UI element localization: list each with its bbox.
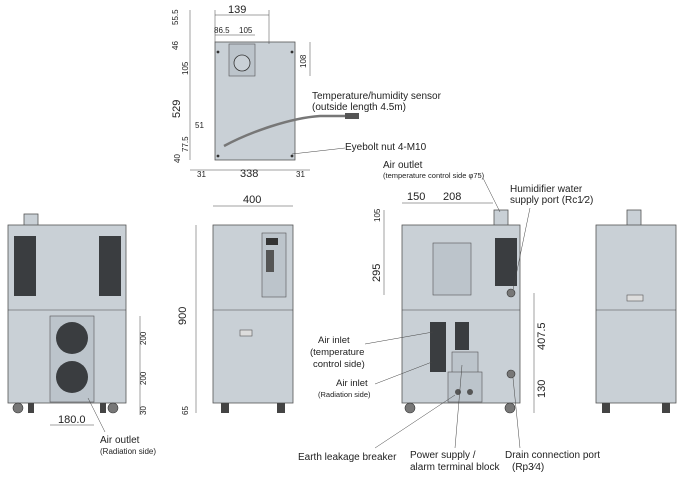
sensor-cable [223, 114, 345, 148]
label-power-1: Power supply / [410, 450, 476, 461]
dim-side-400: 400 [243, 194, 261, 206]
top-view: 139 86.5 105 55.5 46 105 529 51 77.5 40 … [171, 4, 442, 180]
label-eyebolt: Eyebolt nut 4-M10 [345, 142, 427, 153]
rear-fan-upper [56, 322, 88, 354]
label-humid-1: Humidifier water [510, 184, 583, 195]
label-drain-1: Drain connection port [505, 450, 600, 461]
right-body [595, 224, 677, 404]
dim-side-900: 900 [177, 307, 189, 325]
side-display [266, 238, 278, 245]
label-air-inlet-rad-1: Air inlet [336, 378, 368, 389]
sensor-probe [345, 113, 359, 119]
dim-top-86: 86.5 [214, 26, 230, 35]
label-air-outlet-rad-2: (Radiation side) [100, 447, 156, 456]
top-bolt [290, 154, 294, 158]
side-view: 400 900 65 [177, 194, 294, 415]
side-buttons [266, 250, 274, 272]
front-caster [504, 402, 516, 414]
label-air-outlet: Air outlet [383, 160, 423, 171]
label-air-inlet-rad-2: (Radiation side) [318, 390, 371, 399]
rear-view: 200 200 30 180.0 Air outlet (Radiation s… [7, 213, 156, 456]
top-bolt [216, 50, 220, 54]
label-air-inlet-tc-2: (temperature [310, 347, 364, 358]
dim-side-65: 65 [181, 406, 190, 415]
dim-left-51: 51 [195, 121, 204, 130]
dim-front-150: 150 [407, 191, 425, 203]
rear-vent-right [99, 236, 121, 296]
rear-top-duct [23, 213, 39, 227]
label-air-inlet-tc-3: control side) [313, 359, 365, 370]
dim-right-108: 108 [299, 54, 308, 68]
drain-port [506, 369, 516, 379]
rear-foot [28, 403, 34, 413]
label-air-outlet-sub: (temperature control side φ75) [383, 171, 485, 180]
rear-fan-lower [56, 361, 88, 393]
label-earth-breaker: Earth leakage breaker [298, 452, 397, 463]
dim-rear-200a: 200 [139, 331, 148, 345]
front-breaker-panel [447, 371, 483, 403]
right-foot [602, 403, 610, 413]
front-caster [404, 402, 416, 414]
right-handle [626, 294, 644, 302]
dim-bot-338: 338 [240, 168, 258, 180]
dim-rear-30: 30 [139, 406, 148, 415]
label-drain-2: (Rp3⁄4) [512, 462, 544, 473]
front-view: 150 208 105 295 407.5 130 Air outlet (te… [298, 160, 600, 473]
dim-top-139: 139 [228, 4, 246, 16]
dim-bot-31b: 31 [296, 170, 305, 179]
rear-vent-left [14, 236, 36, 296]
dim-bot-31a: 31 [197, 170, 206, 179]
dim-left-529: 529 [171, 100, 183, 118]
side-foot [277, 403, 285, 413]
dim-left-55: 55.5 [171, 9, 180, 25]
label-air-inlet-tc-1: Air inlet [318, 335, 350, 346]
dim-front-105: 105 [373, 208, 382, 222]
dim-top-105: 105 [239, 26, 253, 35]
dim-left-40: 40 [173, 154, 182, 163]
dim-rear-200b: 200 [139, 371, 148, 385]
front-vent-mid [455, 322, 469, 350]
dim-left-775: 77.5 [181, 136, 190, 152]
right-side-view [595, 209, 677, 413]
dim-left-46: 46 [171, 41, 180, 50]
dim-front-295: 295 [371, 264, 383, 282]
label-power-2: alarm terminal block [410, 462, 500, 473]
dim-front-4075: 407.5 [536, 322, 548, 350]
dim-left-105: 105 [181, 61, 190, 75]
front-window [432, 242, 472, 296]
front-terminal [451, 351, 479, 375]
front-vent-left [430, 322, 446, 372]
humid-port [506, 288, 516, 298]
rear-caster [107, 402, 119, 414]
rear-caster [12, 402, 24, 414]
front-vent-top [495, 238, 517, 286]
side-foot [221, 403, 229, 413]
dim-front-208: 208 [443, 191, 461, 203]
top-view-outlet-circle [233, 54, 251, 72]
label-sensor-line1: Temperature/humidity sensor [312, 91, 442, 102]
top-bolt [216, 154, 220, 158]
label-air-outlet-rad-1: Air outlet [100, 435, 140, 446]
rear-foot [100, 403, 106, 413]
label-sensor-line2: (outside length 4.5m) [312, 102, 406, 113]
right-top-duct [626, 209, 642, 227]
side-handle [239, 329, 253, 337]
dim-front-130: 130 [536, 380, 548, 398]
dim-rear-180: 180.0 [58, 414, 86, 426]
front-breaker [467, 389, 473, 395]
right-foot [662, 403, 670, 413]
label-humid-2: supply port (Rc1⁄2) [510, 195, 593, 206]
front-top-duct [493, 209, 509, 227]
top-bolt [290, 50, 294, 54]
